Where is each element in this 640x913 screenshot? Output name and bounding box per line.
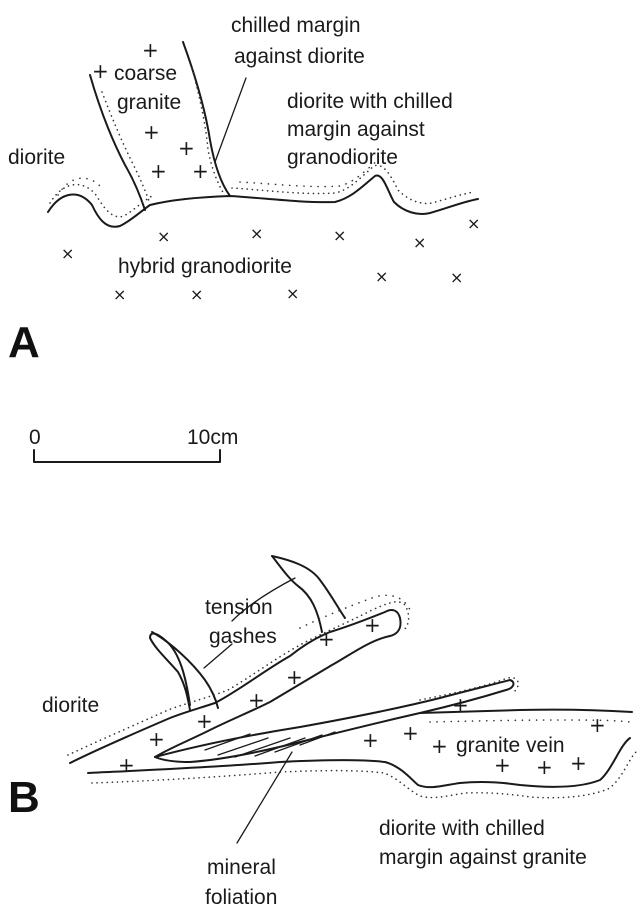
granite-plus: + bbox=[178, 136, 195, 160]
label-diorite-b: diorite bbox=[42, 694, 99, 717]
granite-plus: + bbox=[318, 627, 335, 651]
granite-plus: + bbox=[142, 38, 159, 62]
granite-plus: + bbox=[148, 727, 165, 751]
mineral-foliation-lines bbox=[205, 732, 335, 757]
chilled-margin-leader bbox=[215, 78, 246, 162]
scale-bar-line bbox=[34, 450, 220, 462]
granite-plus: + bbox=[452, 693, 469, 717]
granodiorite-cross: × bbox=[190, 285, 203, 304]
granite-plus: + bbox=[494, 753, 511, 777]
label-diorite-chilled-2: margin against bbox=[287, 118, 425, 141]
scale-start-label: 0 bbox=[29, 426, 41, 449]
granite-plus: + bbox=[364, 613, 381, 637]
granite-plus: + bbox=[402, 721, 419, 745]
granite-plus: + bbox=[431, 734, 448, 758]
panel-b-letter: B bbox=[8, 773, 40, 822]
granodiorite-cross: × bbox=[157, 227, 170, 246]
granodiorite-cross: × bbox=[333, 226, 346, 245]
granite-plus: + bbox=[536, 755, 553, 779]
panel-a: chilled margin against diorite coarse gr… bbox=[8, 14, 480, 367]
label-diorite-chilled-b2: margin against granite bbox=[379, 846, 587, 869]
granite-plus: + bbox=[192, 159, 209, 183]
label-diorite-chilled-3: granodiorite bbox=[287, 146, 398, 169]
diorite-chilled-margin-dots-4 bbox=[58, 178, 100, 195]
tension-gash-right bbox=[272, 556, 322, 632]
granodiorite-cross: × bbox=[450, 268, 463, 287]
granite-plus: + bbox=[143, 120, 160, 144]
label-coarse: coarse bbox=[114, 62, 177, 85]
panel-b: tension gashes diorite granite vein dior… bbox=[8, 556, 636, 909]
label-foliation: foliation bbox=[205, 886, 277, 909]
granodiorite-cross: × bbox=[113, 285, 126, 304]
granite-plus: + bbox=[118, 753, 135, 777]
scale-end-label: 10cm bbox=[187, 426, 238, 449]
granite-plus: + bbox=[570, 751, 587, 775]
granite-plus: + bbox=[589, 713, 606, 737]
granodiorite-cross: × bbox=[467, 214, 480, 233]
mineral-foliation-leader bbox=[237, 752, 292, 843]
granodiorite-cross: × bbox=[250, 224, 263, 243]
upper-vein-bottom-edge bbox=[155, 636, 390, 757]
label-chilled-margin-1: chilled margin bbox=[231, 14, 361, 37]
label-diorite: diorite bbox=[8, 146, 65, 169]
granite-plus: + bbox=[248, 688, 265, 712]
lower-vein-chilled-dots bbox=[92, 752, 636, 798]
label-gashes: gashes bbox=[209, 625, 277, 648]
granodiorite-cross: × bbox=[286, 284, 299, 303]
granodiorite-cross: × bbox=[375, 267, 388, 286]
granodiorite-contact-line bbox=[48, 175, 478, 226]
label-chilled-margin-2: against diorite bbox=[234, 45, 365, 68]
granite-plus: + bbox=[286, 665, 303, 689]
granite-plus: + bbox=[92, 59, 109, 83]
label-diorite-chilled-1: diorite with chilled bbox=[287, 90, 453, 113]
granodiorite-cross: × bbox=[61, 244, 74, 263]
scale-bar: 0 10cm bbox=[29, 426, 238, 462]
granodiorite-cross: × bbox=[413, 233, 426, 252]
granite-plus: + bbox=[196, 709, 213, 733]
panel-a-letter: A bbox=[8, 318, 40, 367]
granite-plus: + bbox=[150, 159, 167, 183]
tension-gash-right-2 bbox=[272, 556, 345, 618]
granite-plus: + bbox=[362, 728, 379, 752]
label-mineral: mineral bbox=[207, 856, 276, 879]
label-diorite-chilled-b1: diorite with chilled bbox=[379, 817, 545, 840]
label-tension: tension bbox=[205, 596, 273, 619]
label-granite: granite bbox=[117, 91, 181, 114]
label-hybrid-granodiorite: hybrid granodiorite bbox=[118, 255, 292, 278]
